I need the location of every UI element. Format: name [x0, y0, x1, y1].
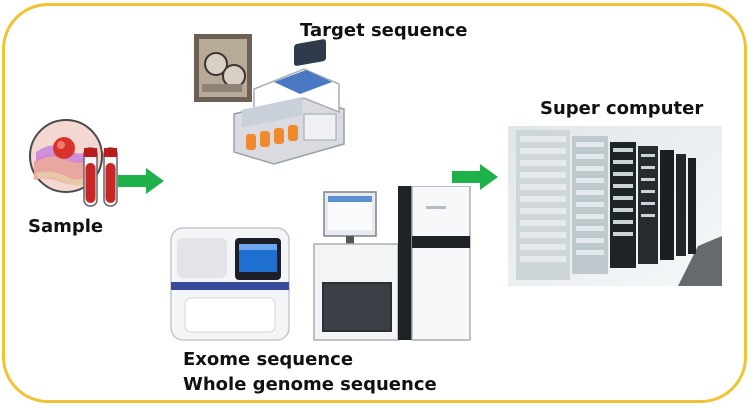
arrow-right-icon: [452, 164, 498, 190]
sample-illustration: [22, 118, 132, 218]
whole-genome-sequence-label: Whole genome sequence: [183, 374, 437, 395]
benchtop-sequencer-with-chip-icon: [194, 34, 345, 165]
exome-sequence-label: Exome sequence: [183, 349, 354, 370]
arrow-right-icon: [118, 168, 164, 194]
server-racks-icon: [508, 126, 722, 286]
wgs-sequencer-illustration: [302, 185, 472, 342]
target-sequencer-illustration: [194, 34, 354, 174]
tissue-and-blood-tubes-icon: [29, 119, 118, 207]
super-computer-label: Super computer: [540, 98, 704, 119]
large-sequencer-icon: [313, 185, 471, 341]
desktop-sequencer-icon: [170, 227, 290, 341]
super-computer-illustration: [508, 126, 722, 286]
sample-label: Sample: [28, 216, 104, 237]
exome-sequencer-illustration: [165, 224, 295, 342]
target-sequence-label: Target sequence: [300, 20, 468, 41]
